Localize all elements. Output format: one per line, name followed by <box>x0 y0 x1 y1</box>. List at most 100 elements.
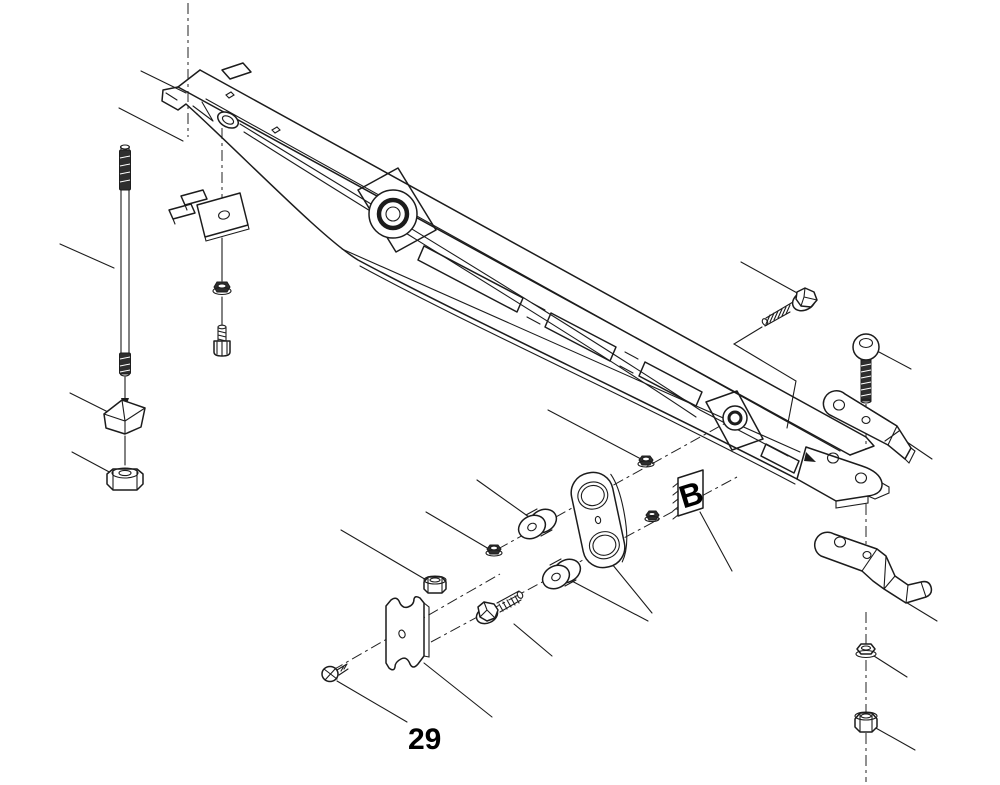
leader-beam-end-1 <box>140 70 187 94</box>
beam-end-plate-thickness <box>835 482 890 509</box>
link-plate-hole-bottom-inner <box>592 534 617 556</box>
beam-left-hook <box>161 86 198 115</box>
hex-nut-center-body <box>423 576 447 594</box>
detail-b-box <box>677 469 704 517</box>
center-bolt-head-facets <box>479 601 496 619</box>
tab-bracket-thickness <box>172 204 250 242</box>
hex-nut-center <box>423 575 447 594</box>
center-bolt-tip <box>516 591 524 599</box>
beam-top-holes <box>225 91 281 134</box>
hex-nut-right-body <box>854 712 878 733</box>
hex-nut-right-hole <box>860 713 872 719</box>
beam-top-back-edge <box>199 69 867 438</box>
web-slot-3 <box>638 361 703 407</box>
hex-nut-left <box>106 467 144 491</box>
strap-bracket <box>822 390 916 464</box>
web-slot-2 <box>544 312 617 362</box>
z-bracket <box>814 531 933 604</box>
pan-screw-shank <box>336 663 349 676</box>
flange-nut-right <box>855 643 877 659</box>
hex-flange-bolt-center <box>475 590 524 625</box>
flange-nut-b-hole <box>648 512 656 516</box>
beam-bottom-edge <box>196 113 798 480</box>
socket-screw-shank <box>217 326 227 342</box>
small-boss-hole <box>727 410 743 426</box>
z-bracket-hole-2 <box>862 550 872 560</box>
leader-flange-nut-mid <box>425 511 490 550</box>
center-bolt-threads <box>498 595 520 612</box>
hex-nut-left-body <box>106 468 144 491</box>
button-screw-threads <box>860 363 872 397</box>
leader-detail-b <box>699 511 733 572</box>
leader-spacer-1 <box>476 479 530 518</box>
leader-top-bolt <box>740 261 800 295</box>
spacer-1-hole <box>527 522 537 532</box>
link-plate-hole-top-inner <box>580 484 605 507</box>
hex-nut-center-facets <box>427 576 443 594</box>
detail-marker-b: B <box>672 469 707 520</box>
hex-nut-right-top <box>854 711 878 721</box>
flange-nut-right-body <box>856 643 876 655</box>
link-plate-hole-bottom <box>588 531 620 560</box>
hex-nut-left-top <box>111 467 139 479</box>
main-boss-outer-ring <box>368 189 418 239</box>
strap-bracket-fold <box>844 393 916 464</box>
pan-screw <box>321 663 349 683</box>
small-boss-pad <box>705 390 764 451</box>
leader-hex-nut-center <box>340 529 429 582</box>
hex-nut-center-top <box>423 575 447 585</box>
strap-bracket-hole-2 <box>861 415 871 425</box>
flange-nut-top-hole <box>642 456 650 462</box>
beam-top-notch <box>221 62 252 80</box>
flange-nut-b <box>644 510 660 523</box>
leader-hex-nut-right <box>873 726 916 751</box>
web-rib-2 <box>619 351 639 374</box>
leader-nut-left <box>71 451 114 475</box>
hex-nut-right-facets <box>859 712 873 733</box>
threaded-rod <box>119 144 131 377</box>
tab-bracket-tab-2 <box>168 203 196 220</box>
leader-rod <box>59 243 115 269</box>
leader-flange-nut-right <box>873 655 908 678</box>
notched-plate-thickness <box>423 602 430 658</box>
hex-nut-center-hole <box>429 577 441 583</box>
notched-plate <box>385 595 430 671</box>
leader-notched-plate <box>423 662 493 718</box>
tab-bracket-hole <box>218 210 230 220</box>
hex-nut-right <box>854 711 878 733</box>
link-plate <box>570 471 628 569</box>
leader-wedge <box>69 392 111 414</box>
flange-nut-tab <box>212 281 232 296</box>
leader-spacer-2 <box>567 578 649 622</box>
wedge-facets <box>103 399 146 435</box>
beam-end-plate <box>796 446 883 502</box>
flange-nut-top <box>637 455 655 468</box>
z-bracket-hole-1 <box>833 536 847 548</box>
flange-nut-tab-hole <box>217 283 227 289</box>
rod-top-cap <box>119 144 131 150</box>
main-boss-ring <box>376 197 410 231</box>
flange-nut-right-hole <box>860 645 872 651</box>
leader-z-bracket <box>903 600 938 622</box>
leader-flange-nut-top <box>547 409 642 460</box>
web-slot-4 <box>760 443 800 474</box>
spacer-2-hole <box>551 572 561 582</box>
rod-thread-top-hatch <box>119 155 131 183</box>
spacer-1 <box>517 508 558 540</box>
inner-arm-pivot <box>216 111 240 129</box>
hex-nut-left-hole <box>118 469 132 477</box>
flange-nut-mid <box>485 544 503 557</box>
beam-bottom-thickness <box>359 265 796 485</box>
button-screw-tip <box>860 398 872 404</box>
beam-inner-top-line <box>205 98 841 452</box>
link-plate-hole-center <box>594 515 602 525</box>
pan-screw-cross <box>323 667 338 681</box>
beam-left-cap <box>177 69 201 88</box>
end-plate-hole-1 <box>826 452 840 464</box>
spacer-2 <box>541 558 582 590</box>
socket-screw-tip <box>217 324 227 330</box>
top-bolt-threads <box>765 304 791 325</box>
inner-arm-pivot-hole <box>221 115 235 125</box>
wedge-clamp <box>103 399 146 435</box>
